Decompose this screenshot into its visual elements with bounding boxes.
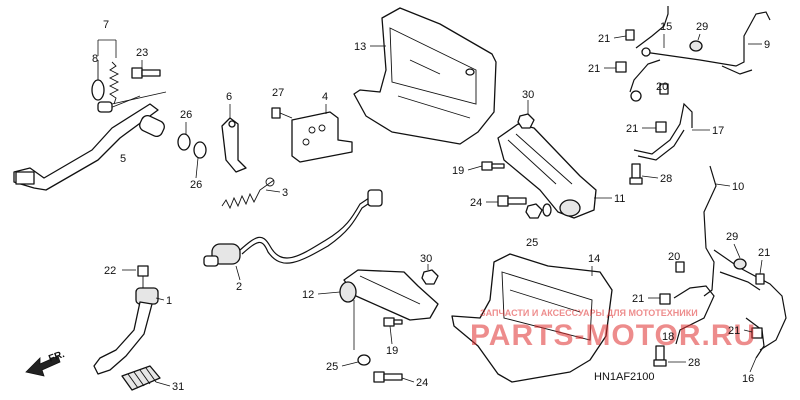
bracket-4-part	[271, 107, 353, 163]
front-arrow-label: FR.	[47, 349, 66, 365]
brake-pipe-16-part	[673, 285, 765, 359]
callout-12: 12	[302, 289, 314, 301]
diagram-code: HN1AF2100	[594, 371, 655, 383]
bolt-21-part	[615, 29, 669, 133]
washer-25-part	[542, 203, 552, 217]
callout-26b: 26	[190, 179, 202, 191]
callout-20b: 20	[668, 251, 680, 263]
callout-9: 9	[764, 39, 770, 51]
callout-19b: 19	[386, 345, 398, 357]
callout-13: 13	[354, 41, 366, 53]
callout-20a: 20	[656, 81, 668, 93]
brake-pedal-part	[13, 95, 165, 191]
callout-22: 22	[104, 265, 116, 277]
return-spring-part	[91, 60, 120, 105]
callout-19a: 19	[452, 165, 464, 177]
skid-plate-14-part	[451, 253, 613, 383]
callout-26a: 26	[180, 109, 192, 121]
callout-3: 3	[282, 187, 288, 199]
bolt-28-part	[629, 163, 643, 185]
callout-16: 16	[742, 373, 754, 385]
callout-15: 15	[660, 21, 672, 33]
bolt-19b-part	[383, 317, 403, 327]
callout-27: 27	[272, 87, 284, 99]
watermark-brand: PARTS-MOTOR.RU	[470, 319, 756, 352]
pedal-arm-1-part	[93, 265, 159, 375]
watermark: ЗАПЧАСТИ И АКСЕССУАРЫ ДЛЯ МОТОТЕХНИКИ PA…	[470, 308, 756, 352]
callout-2: 2	[236, 281, 242, 293]
brake-rod-part	[221, 117, 247, 173]
washer-25b-part	[357, 354, 371, 366]
callout-21b: 21	[588, 63, 600, 75]
callout-25a: 25	[526, 237, 538, 249]
callout-7: 7	[103, 19, 109, 31]
callout-4: 4	[322, 91, 328, 103]
callout-17: 17	[712, 125, 724, 137]
callout-21d: 21	[758, 247, 770, 259]
callout-21a: 21	[598, 33, 610, 45]
callout-21c: 21	[626, 123, 638, 135]
bolt-24b-part	[373, 371, 403, 383]
brake-hose-9-part	[629, 6, 771, 102]
rubber-31-part	[121, 365, 161, 391]
callout-24b: 24	[416, 377, 428, 389]
stop-switch-spring-part	[221, 177, 275, 210]
callout-21f: 21	[728, 325, 740, 337]
callout-18: 18	[662, 331, 674, 343]
stop-switch-part	[203, 189, 383, 267]
callout-28b: 28	[688, 357, 700, 369]
callout-30a: 30	[522, 89, 534, 101]
callout-6: 6	[226, 91, 232, 103]
brake-pipe-17-part	[633, 102, 693, 161]
washer-29-part	[689, 40, 703, 52]
bolt-23-part	[131, 67, 161, 79]
callout-5: 5	[120, 153, 126, 165]
callout-23: 23	[136, 47, 148, 59]
washer-26-part	[177, 133, 207, 159]
front-arrow-icon	[25, 355, 61, 377]
callout-10: 10	[732, 181, 744, 193]
bolt-24-part	[497, 195, 543, 219]
callout-30b: 30	[420, 253, 432, 265]
callout-28a: 28	[660, 173, 672, 185]
callout-8: 8	[92, 53, 98, 65]
callout-24a: 24	[470, 197, 482, 209]
fittings-lower-part	[653, 258, 765, 367]
callout-21e: 21	[632, 293, 644, 305]
callout-29a: 29	[696, 21, 708, 33]
callout-1: 1	[166, 295, 172, 307]
callouts: 7 8 23 5 26 26 6 3 27 4 2 22 1 31 13 30 …	[92, 19, 770, 393]
nut-30-part	[517, 113, 535, 129]
footrest-bracket-12-part	[339, 269, 439, 321]
callout-14: 14	[588, 253, 600, 265]
bolt-19-part	[481, 161, 505, 171]
callout-25b: 25	[326, 361, 338, 373]
skid-plate-13-part	[353, 7, 497, 145]
watermark-tagline: ЗАПЧАСТИ И АКСЕССУАРЫ ДЛЯ МОТОТЕХНИКИ	[480, 308, 698, 318]
callout-11: 11	[614, 193, 625, 205]
callout-29b: 29	[726, 231, 738, 243]
callout-31: 31	[172, 381, 184, 393]
nut-30b-part	[421, 269, 439, 285]
